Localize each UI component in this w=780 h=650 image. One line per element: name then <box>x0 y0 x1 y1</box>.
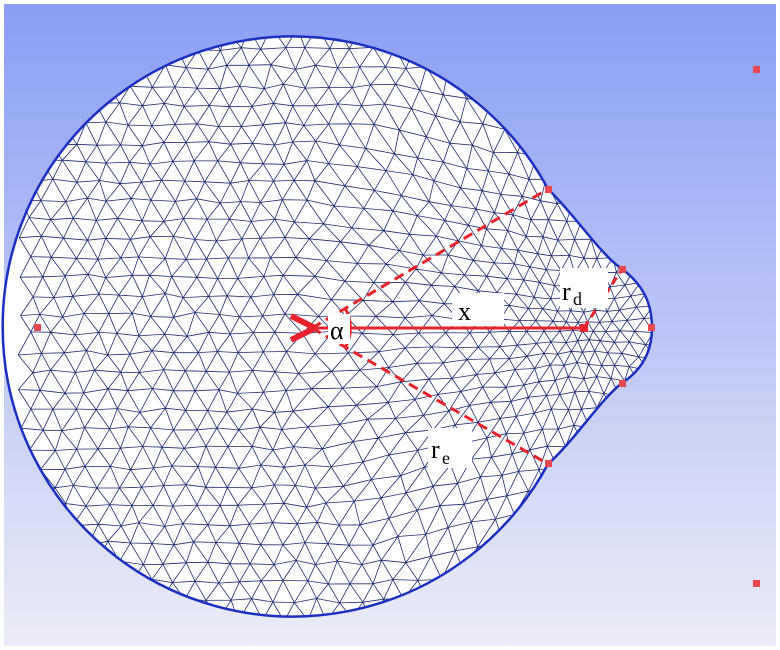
label-alpha: α <box>328 314 350 345</box>
square-marker-icon <box>753 580 760 587</box>
label-alpha-text: α <box>330 316 344 345</box>
square-marker-icon <box>619 380 626 387</box>
dashed-line-rd <box>582 268 624 329</box>
label-x: x <box>452 293 504 326</box>
label-re: r e <box>428 428 472 468</box>
annotations: x α r d r e <box>34 66 760 587</box>
square-marker-icon <box>545 186 552 193</box>
vertex-markers <box>34 66 760 587</box>
label-rd-sub: d <box>573 289 582 309</box>
square-marker-icon <box>619 266 626 273</box>
dashed-line-upper <box>311 187 549 330</box>
center-point <box>580 324 588 332</box>
domain-boundary <box>1 35 654 618</box>
label-rd: r d <box>560 268 608 309</box>
label-re-sub: e <box>442 448 450 468</box>
square-marker-icon <box>648 324 655 331</box>
square-marker-icon <box>34 324 41 331</box>
square-marker-icon <box>753 66 760 73</box>
square-marker-icon <box>545 460 552 467</box>
label-x-text: x <box>458 297 471 326</box>
alpha-angle-arc <box>343 307 352 349</box>
label-rd-main: r <box>562 277 571 306</box>
dashed-line-lower <box>311 326 549 466</box>
label-re-main: r <box>431 435 440 464</box>
